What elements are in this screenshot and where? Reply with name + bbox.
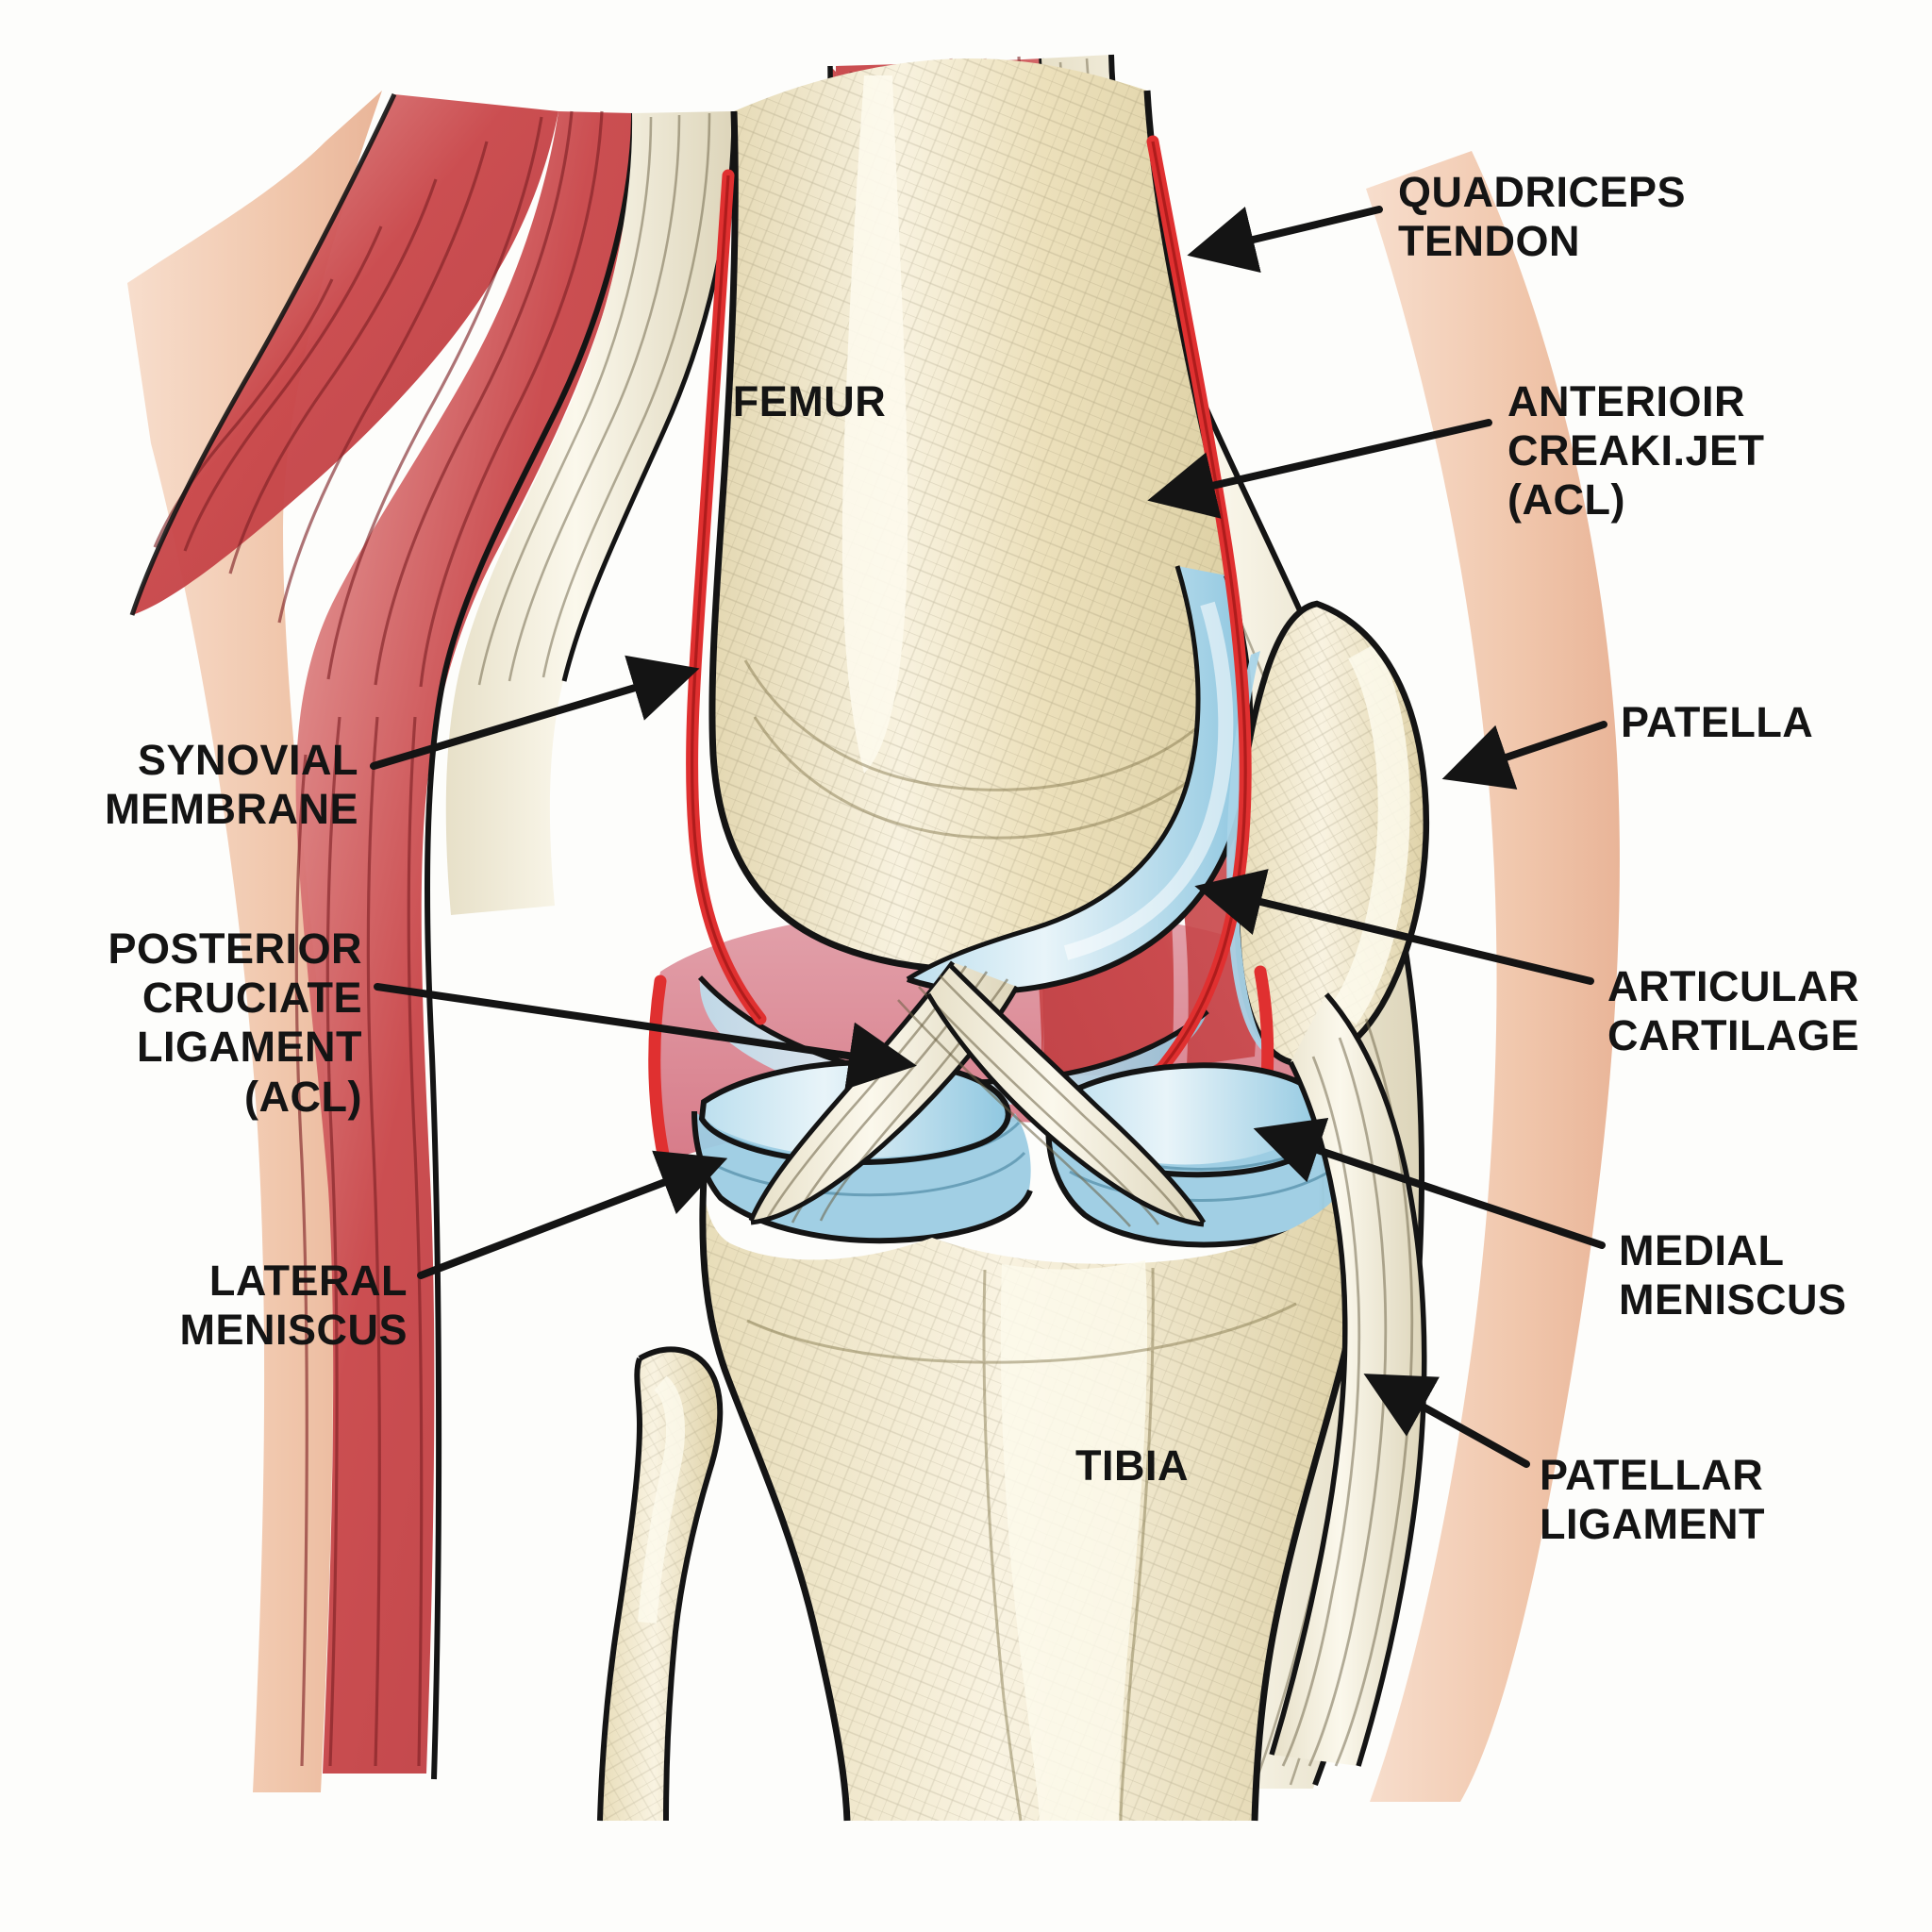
- patella: [1226, 600, 1429, 1067]
- label-posterior-cruciate-ligament: POSTERIOR CRUCIATE LIGAMENT (ACL): [108, 924, 362, 1121]
- leader-posterior-cruciate-ligament: [374, 983, 917, 1090]
- label-medial-meniscus: MEDIAL MENISCUS: [1619, 1226, 1847, 1324]
- leader-patella: [1441, 721, 1607, 790]
- leader-quadriceps-tendon: [1187, 206, 1383, 274]
- label-articular-cartilage: ARTICULAR CARTILAGE: [1607, 962, 1859, 1060]
- tibia: [699, 1165, 1364, 1822]
- fibula: [597, 1346, 724, 1822]
- label-anterior-cruciate-ligament: ANTERIOIR CREAKI.JET (ACL): [1507, 377, 1765, 525]
- label-synovial-membrane: SYNOVIAL MEMBRANE: [105, 736, 358, 834]
- femur: [708, 58, 1249, 974]
- label-quadriceps-tendon: QUADRICEPS TENDON: [1398, 168, 1687, 266]
- leader-patellar-ligament: [1363, 1374, 1530, 1468]
- label-lateral-meniscus: LATERAL MENISCUS: [179, 1257, 408, 1355]
- label-femur: FEMUR: [732, 377, 887, 425]
- leader-medial-meniscus: [1253, 1117, 1606, 1249]
- label-tibia: TIBIA: [1075, 1441, 1189, 1490]
- label-patella: PATELLA: [1621, 698, 1814, 746]
- leader-lateral-meniscus: [417, 1150, 728, 1279]
- anterior-cruciate-ligament: [897, 964, 1207, 1227]
- label-patellar-ligament: PATELLAR LIGAMENT: [1540, 1451, 1765, 1549]
- leader-synovial-membrane: [370, 655, 700, 770]
- leader-anterior-cruciate-ligament: [1147, 419, 1492, 519]
- leader-articular-cartilage: [1194, 869, 1594, 985]
- leader-lines: [370, 206, 1607, 1468]
